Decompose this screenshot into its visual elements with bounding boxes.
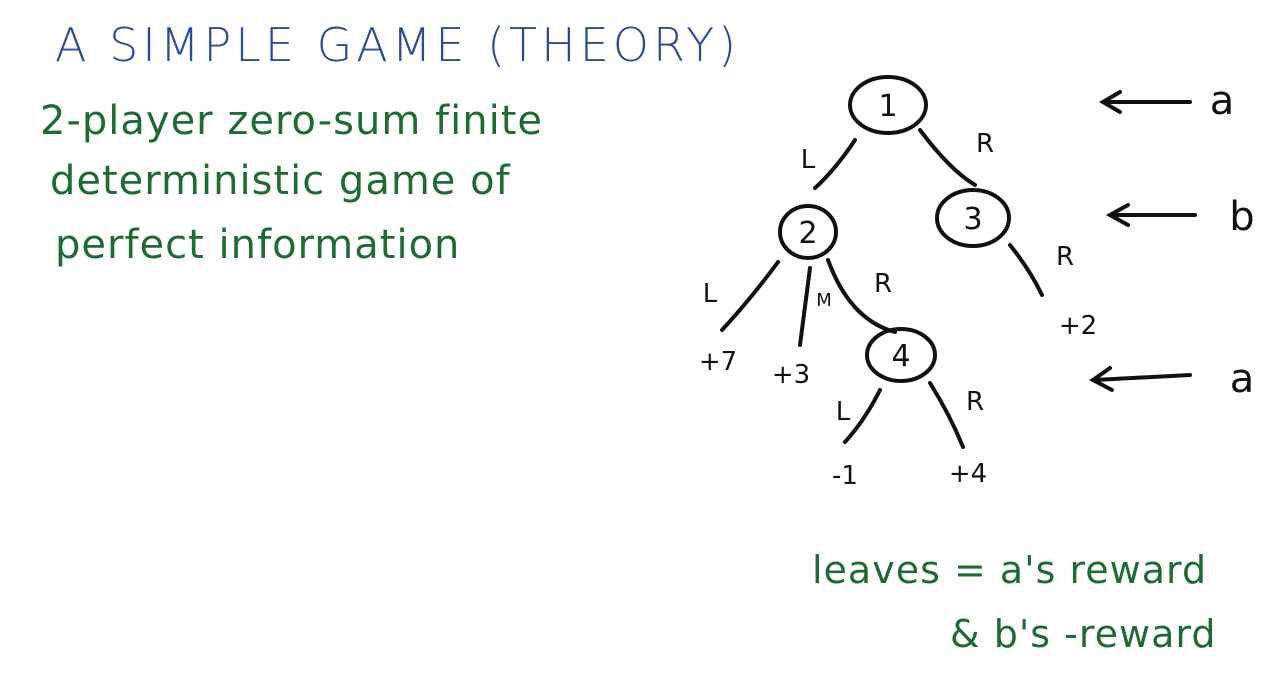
player-label: b	[1229, 194, 1254, 240]
edge-1-2	[813, 138, 857, 190]
player-label: a	[1210, 78, 1235, 124]
leaf-value: +3	[772, 360, 810, 390]
edge-label: R	[976, 129, 994, 159]
edge-label: R	[1056, 242, 1074, 272]
arrow-icon	[1099, 90, 1192, 114]
node-4	[865, 327, 937, 383]
node-2	[778, 204, 838, 260]
node-label: 1	[878, 89, 897, 124]
node-3	[935, 188, 1011, 248]
leaf-value: +7	[699, 347, 737, 377]
note-leaves: leaves = a's reward	[812, 548, 1208, 592]
edge-1-3	[918, 128, 977, 187]
note-b-reward: & b's -reward	[950, 612, 1217, 656]
arrow-icon	[1105, 203, 1197, 227]
node-label: 2	[798, 216, 817, 251]
edge-4-leaf-R	[928, 381, 965, 449]
node-1	[848, 75, 928, 135]
edge-label: L	[836, 397, 851, 427]
leaf-value: -1	[832, 461, 858, 491]
description-line: perfect information	[55, 222, 461, 268]
description-line: deterministic game of	[50, 158, 511, 204]
node-label: 4	[891, 339, 910, 374]
edge-2-4	[826, 258, 897, 334]
description-line: 2-player zero-sum finite	[40, 98, 543, 144]
edge-3-leaf-R	[1008, 243, 1044, 297]
player-label: a	[1230, 356, 1255, 402]
leaf-value: +2	[1059, 311, 1097, 341]
edge-label: R	[966, 387, 984, 417]
arrow-icon	[1089, 366, 1192, 392]
edge-label: R	[874, 269, 892, 299]
page-title: A SIMPLE GAME (THEORY)	[55, 18, 741, 72]
edge-4-leaf-L	[843, 388, 882, 444]
edge-label: L	[801, 145, 816, 175]
node-label: 3	[963, 202, 982, 237]
edge-2-leaf-L	[720, 260, 780, 332]
edge-label: L	[703, 279, 718, 309]
leaf-value: +4	[949, 459, 987, 489]
edge-2-leaf-M	[798, 266, 812, 347]
edge-label: M	[816, 290, 832, 311]
